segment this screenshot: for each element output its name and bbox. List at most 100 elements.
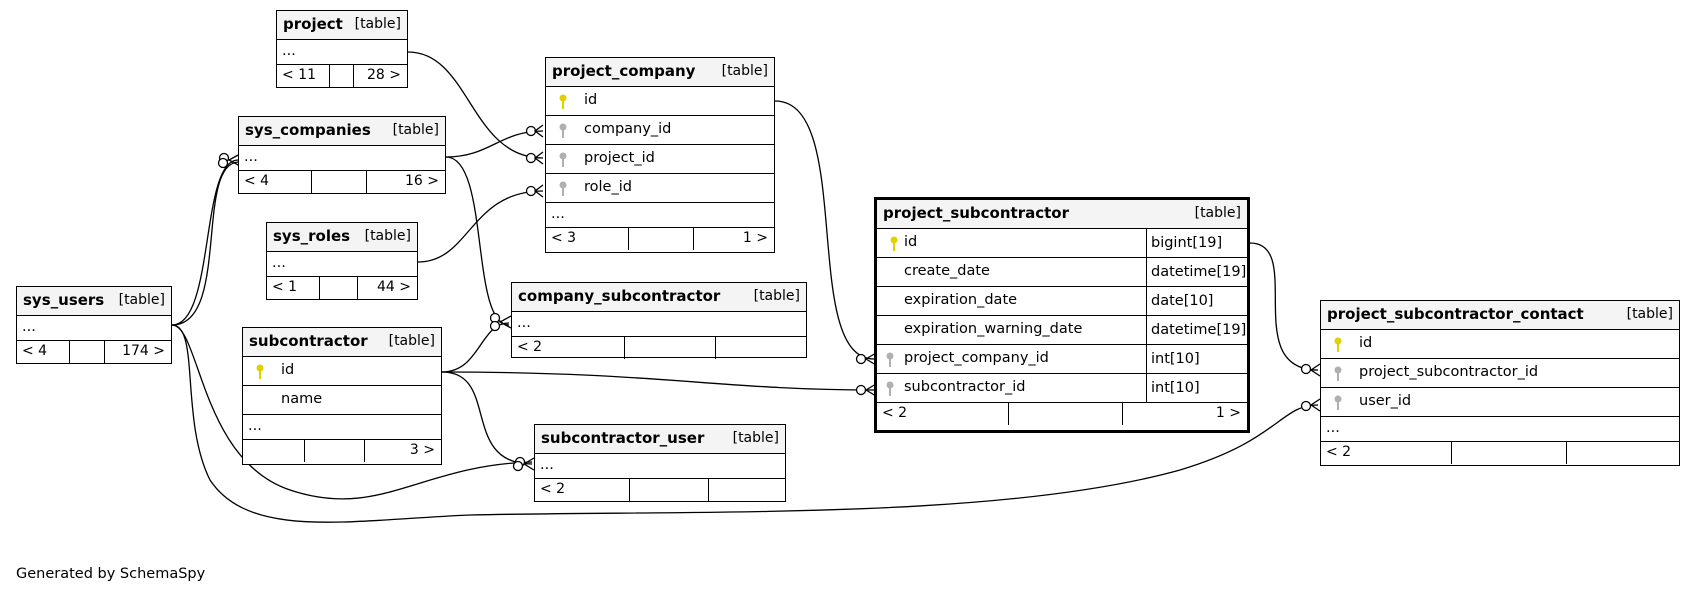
table-name: subcontractor (249, 332, 368, 350)
table-type: [table] (392, 122, 439, 138)
parents-count[interactable]: < 4 (244, 173, 270, 189)
table-name: subcontractor_user (541, 429, 705, 447)
children-count[interactable]: 44 > (377, 279, 411, 295)
primary-key-icon (559, 94, 567, 109)
table-sys_users[interactable]: sys_users [table] ... < 4 174 > (16, 286, 172, 364)
column-name: user_id (1359, 393, 1412, 409)
table-type: [table] (364, 228, 411, 244)
edge-subcontractor-subcontractor_user (441, 371, 533, 465)
table-project_company[interactable]: project_company [table] id company_id pro… (545, 57, 775, 253)
children-count[interactable]: 1 > (742, 230, 768, 246)
table-type: [table] (721, 63, 768, 79)
ellipsis-row: ... (267, 252, 417, 277)
column-type: date[10] (1146, 287, 1213, 315)
table-footer: < 2 (512, 337, 806, 359)
table-type: [table] (354, 16, 401, 32)
children-count[interactable]: 28 > (367, 67, 401, 83)
parents-count[interactable]: < 4 (22, 343, 48, 359)
column-type: datetime[19] (1146, 258, 1246, 286)
table-type: [table] (1194, 205, 1241, 221)
table-name: sys_users (23, 291, 105, 309)
table-type: [table] (1626, 306, 1673, 322)
table-project_subcontractor_contact[interactable]: project_subcontractor_contact[table] id … (1320, 300, 1680, 466)
parents-count[interactable]: < 2 (1326, 444, 1352, 460)
ellipsis-row: ... (546, 203, 774, 228)
children-count[interactable]: 16 > (405, 173, 439, 189)
table-header: sys_users [table] (17, 287, 171, 316)
table-name: project_subcontractor (883, 204, 1069, 222)
parents-count[interactable]: < 11 (282, 67, 316, 83)
parents-count[interactable]: < 1 (272, 279, 298, 295)
table-type: [table] (388, 333, 435, 349)
table-header: sys_companies[table] (239, 117, 445, 146)
table-footer: 3 > (243, 440, 441, 462)
primary-key-icon (890, 236, 898, 251)
column-row[interactable]: role_id (546, 174, 774, 203)
edge-sys_users-sys_companies-b (171, 161, 239, 326)
edge-sys_users-subcontractor_user (171, 324, 533, 500)
edge-project_subcontractor-contact (1249, 242, 1319, 371)
column-row[interactable]: project_subcontractor_id (1321, 359, 1679, 388)
column-type: bigint[19] (1146, 229, 1222, 257)
children-count[interactable]: 3 > (409, 442, 435, 458)
ellipsis-row: ... (17, 316, 171, 341)
table-footer: < 4 16 > (239, 171, 445, 193)
column-row[interactable]: create_date datetime[19] (877, 258, 1247, 287)
edge-project-project_company (407, 51, 544, 159)
column-row[interactable]: id (546, 87, 774, 116)
parents-count[interactable]: < 2 (517, 339, 543, 355)
table-footer: < 2 (535, 479, 785, 501)
foreign-key-icon (1334, 366, 1342, 381)
column-name: create_date (904, 263, 990, 279)
edge-sys_users-contact (171, 324, 1319, 523)
column-row[interactable]: project_id (546, 145, 774, 174)
table-header: project_subcontractor [table] (877, 200, 1247, 229)
children-count[interactable]: 1 > (1215, 405, 1241, 421)
edge-sys_roles-project_company (417, 190, 544, 263)
children-count[interactable]: 174 > (122, 343, 165, 359)
table-footer: < 4 174 > (17, 341, 171, 363)
column-type: int[10] (1146, 345, 1200, 373)
table-sys_roles[interactable]: sys_roles[table] ... < 1 44 > (266, 222, 418, 300)
ellipsis-row: ... (243, 415, 441, 440)
column-row[interactable]: name (243, 386, 441, 415)
table-header: subcontractor_user [table] (535, 425, 785, 454)
parents-count[interactable]: < 2 (540, 481, 566, 497)
column-name: role_id (584, 179, 632, 195)
ellipsis-row: ... (535, 454, 785, 479)
table-header: project_subcontractor_contact[table] (1321, 301, 1679, 330)
table-footer: < 1 44 > (267, 277, 417, 299)
table-name: project_company (552, 62, 696, 80)
table-header: sys_roles[table] (267, 223, 417, 252)
table-footer: < 2 1 > (877, 403, 1247, 425)
table-name: project (283, 15, 343, 33)
table-subcontractor[interactable]: subcontractor [table] id name ... 3 > (242, 327, 442, 465)
table-type: [table] (118, 292, 165, 308)
column-row[interactable]: id (243, 357, 441, 386)
parents-count[interactable]: < 3 (551, 230, 577, 246)
column-name: company_id (584, 121, 672, 137)
column-name: expiration_warning_date (904, 321, 1083, 337)
foreign-key-icon (559, 152, 567, 167)
ellipsis-row: ... (1321, 417, 1679, 442)
edge-sys_companies-company_subcontractor (445, 156, 510, 326)
table-company_subcontractor[interactable]: company_subcontractor[table] ... < 2 (511, 282, 807, 359)
column-row[interactable]: user_id (1321, 388, 1679, 417)
table-header: company_subcontractor[table] (512, 283, 806, 312)
column-row[interactable]: company_id (546, 116, 774, 145)
table-footer: < 2 (1321, 442, 1679, 464)
table-footer: < 3 1 > (546, 228, 774, 250)
table-type: [table] (732, 430, 779, 446)
parents-count[interactable]: < 2 (882, 405, 908, 421)
column-row[interactable]: id (1321, 330, 1679, 359)
table-subcontractor_user[interactable]: subcontractor_user [table] ... < 2 (534, 424, 786, 502)
table-type: [table] (753, 288, 800, 304)
